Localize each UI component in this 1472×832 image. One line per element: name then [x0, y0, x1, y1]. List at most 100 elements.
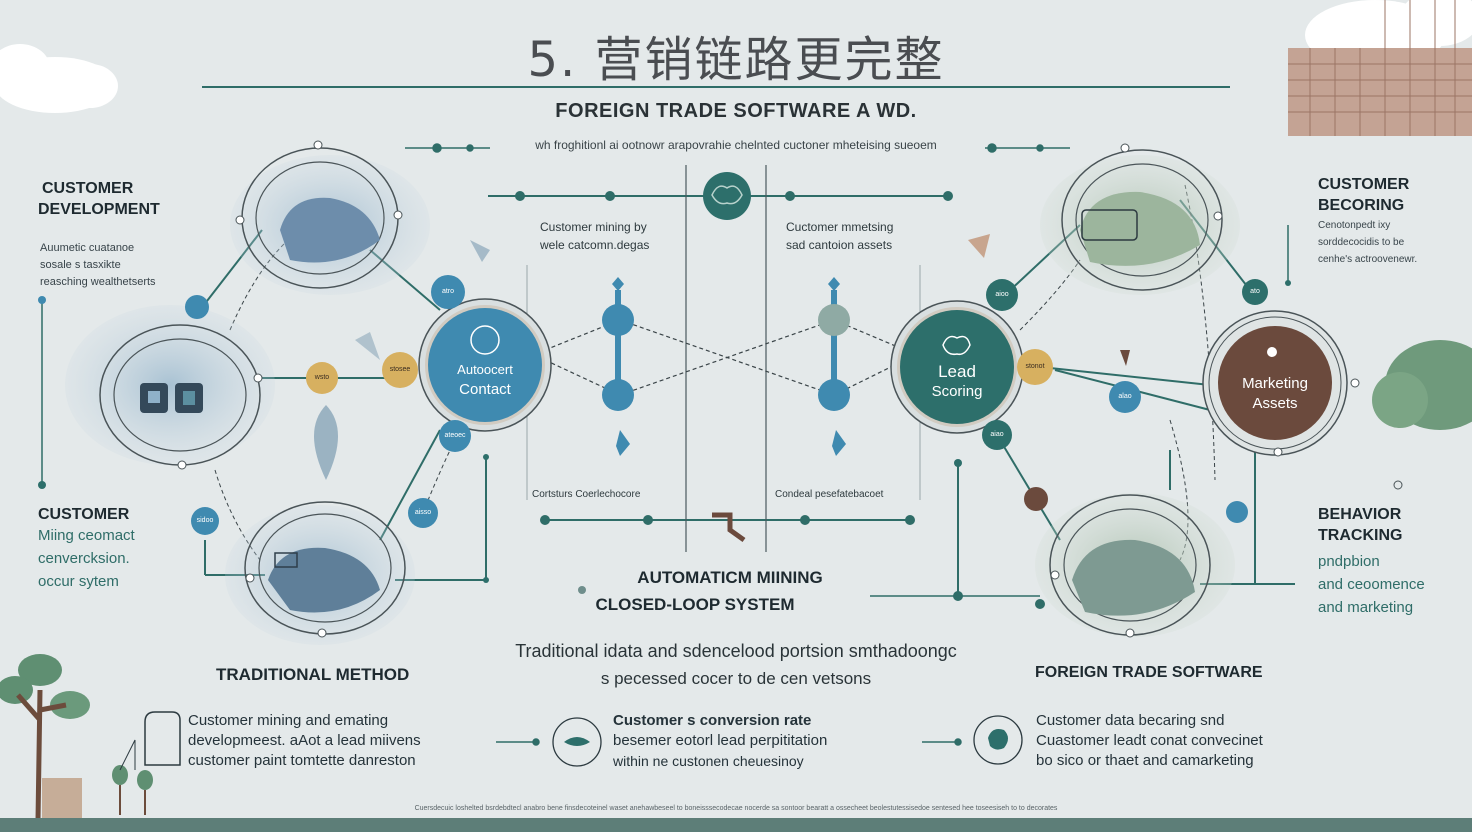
- dev-desc-line-3: reasching wealthetserts: [40, 276, 156, 288]
- ground-strip: [0, 818, 1472, 832]
- center-cross-lines: [544, 319, 906, 396]
- mini-node-label: aioo: [995, 291, 1009, 298]
- brain-icon: [703, 172, 751, 220]
- tree-left: [0, 654, 153, 821]
- center-col-right-text: Cuctomer mmetsing sad cantoion assets: [786, 218, 893, 254]
- page-tagline: wh froghitionl ai ootnowr arapovrahie ch…: [535, 138, 937, 152]
- automation-line-1: AUTOMATICM MIINING: [637, 568, 823, 587]
- dev-desc-line-2: sosale s tasxikte: [40, 259, 121, 271]
- blob-left-bottom: [225, 501, 415, 645]
- lead-scoring-line-1: Lead: [938, 362, 976, 381]
- customer-development-desc: Auumetic cuatanoe sosale s tasxikte reas…: [40, 240, 156, 291]
- auto-contact-label: Autoocert Contact: [428, 360, 542, 400]
- bottom-right-line-3: bo sico or thaet and camarketing: [1036, 752, 1254, 769]
- bottom-right-text: Customer data becaring snd Cuastomer lea…: [1036, 711, 1263, 771]
- marketing-assets-node: [1202, 310, 1360, 457]
- behavior-line-1: pndpbion: [1318, 553, 1380, 570]
- foreign-trade-software-title: FOREIGN TRADE SOFTWARE: [1035, 664, 1263, 681]
- right-mini-nodes: [954, 279, 1403, 523]
- customer-becoring-title: CUSTOMER BECORING: [1318, 174, 1409, 216]
- auto-contact-line-1: Autoocert: [457, 362, 513, 377]
- traditional-method-title: TRADITIONAL METHOD: [216, 665, 410, 684]
- center-mini-nodes: [602, 304, 850, 411]
- mid-line-2: s pecessed cocer to de cen vetsons: [600, 669, 872, 688]
- becoring-title-line-1: CUSTOMER: [1318, 176, 1410, 193]
- lead-scoring-line-2: Scoring: [931, 383, 983, 400]
- col-right-line-1: Cuctomer mmetsing: [786, 220, 894, 234]
- lead-scoring-label: Lead Scoring: [900, 362, 1014, 402]
- dev-title-line-2: DEVELOPMENT: [38, 201, 160, 218]
- auto-contact-line-2: Contact: [459, 381, 511, 398]
- conversion-icon: [552, 717, 602, 767]
- bottom-right-line-2: Cuastomer leadt conat convecinet: [1036, 732, 1263, 749]
- bottom-middle-text: Customer s conversion rate besemer eotor…: [613, 711, 827, 771]
- data-icon: [973, 715, 1023, 765]
- col-right-line-2: sad cantoion assets: [786, 238, 893, 252]
- leaf-decorations-left: [314, 240, 490, 480]
- center-col-right-bottom: Condeal pesefatebacoet: [775, 489, 884, 500]
- mini-node-label: ato: [1250, 288, 1260, 295]
- col-left-line-1: Customer mining by: [540, 220, 647, 234]
- blob-left-top: [230, 140, 430, 295]
- left-mini-nodes: [38, 275, 489, 583]
- page-subtitle: FOREIGN TRADE SOFTWARE A WD.: [555, 100, 917, 122]
- behavior-title-line-2: TRACKING: [1318, 527, 1403, 544]
- bottom-left-line-1: Customer mining and emating: [188, 712, 389, 729]
- center-col-left-bottom: Cortsturs Coerlechocore: [532, 489, 641, 500]
- auto-contact-node: [418, 298, 552, 432]
- bottom-left-text: Customer mining and emating developmeest…: [188, 711, 421, 771]
- mining-line-1: Miing ceomact: [38, 527, 135, 544]
- blob-left-mid: [65, 305, 275, 470]
- bottom-mid-line-1: Customer s conversion rate: [613, 712, 812, 729]
- customer-mining-title: CUSTOMER: [38, 506, 130, 523]
- middle-description: Traditional idata and sdencelood portsio…: [436, 637, 1036, 693]
- dev-title-line-1: CUSTOMER: [42, 180, 134, 197]
- bottom-left-line-2: developmeest. aAot a lead miivens: [188, 732, 421, 749]
- customer-mining-desc: Miing ceomact cenvercksion. occur sytem: [38, 524, 135, 593]
- mini-node-label: ateoec: [444, 432, 466, 439]
- mini-node-label: wsto: [314, 374, 330, 381]
- building-icon: [1288, 0, 1472, 136]
- bottom-right-line-1: Customer data becaring snd: [1036, 712, 1225, 729]
- dev-desc-line-1: Auumetic cuatanoe: [40, 242, 135, 254]
- mini-node-label: aisso: [414, 509, 432, 516]
- lead-scoring-node: [890, 300, 1024, 434]
- customer-development-title: CUSTOMER DEVELOPMENT: [38, 178, 160, 220]
- mini-node-label: alao: [1118, 393, 1132, 400]
- becoring-desc-line-3: cenhe's actroovenewr.: [1318, 254, 1418, 265]
- becoring-title-line-2: BECORING: [1318, 197, 1405, 214]
- mini-node-label: aiao: [990, 431, 1004, 438]
- mini-node-label: stonot: [1025, 363, 1045, 370]
- center-col-left-text: Customer mining by wele catcomn.degas: [540, 218, 649, 254]
- automation-line-2: CLOSED-LOOP SYSTEM: [595, 595, 795, 614]
- behavior-line-2: and ceoomence: [1318, 576, 1425, 593]
- behavior-title-line-1: BEHAVIOR: [1318, 506, 1402, 523]
- footer-note: Cuersdecuic loshelted bsrdebdtecl anabro…: [414, 805, 1058, 812]
- tagline-connectors: [405, 143, 1070, 153]
- bracket-arrow-icon: [712, 512, 746, 543]
- becoring-desc-line-1: Cenotonpedt ixy: [1318, 220, 1391, 231]
- mini-node-label: stosee: [389, 366, 411, 373]
- bush-right: [1372, 340, 1472, 430]
- mini-node-label: sidoo: [196, 517, 214, 524]
- mining-line-3: occur sytem: [38, 573, 119, 590]
- becoring-desc-line-2: sorddecocidis to be: [1318, 237, 1405, 248]
- mid-line-1: Traditional idata and sdencelood portsio…: [515, 641, 957, 661]
- marketing-assets-label: Marketing Assets: [1218, 374, 1332, 414]
- blob-right-top: [1040, 143, 1240, 295]
- col-left-line-2: wele catcomn.degas: [540, 238, 650, 252]
- blob-right-bottom: [1035, 493, 1235, 638]
- mini-node-label: atro: [441, 288, 455, 295]
- mining-line-2: cenvercksion.: [38, 550, 130, 567]
- diamond-markers: [612, 277, 846, 456]
- marketing-assets-line-2: Assets: [1252, 395, 1298, 412]
- cloud-top-left: [0, 44, 118, 113]
- behavior-line-3: and marketing: [1318, 599, 1414, 616]
- marketing-assets-line-1: Marketing: [1242, 375, 1308, 392]
- behavior-tracking-title: BEHAVIOR TRACKING: [1318, 504, 1402, 546]
- bottom-mid-line-2: besemer eotorl lead perpititation: [613, 732, 828, 749]
- customer-becoring-desc: Cenotonpedt ixy sorddecocidis to be cenh…: [1318, 217, 1417, 268]
- leaf-decorations-right: [968, 234, 1130, 366]
- bottom-arrows: [496, 738, 962, 746]
- automation-title: AUTOMATICM MIINING CLOSED-LOOP SYSTEM: [560, 564, 900, 618]
